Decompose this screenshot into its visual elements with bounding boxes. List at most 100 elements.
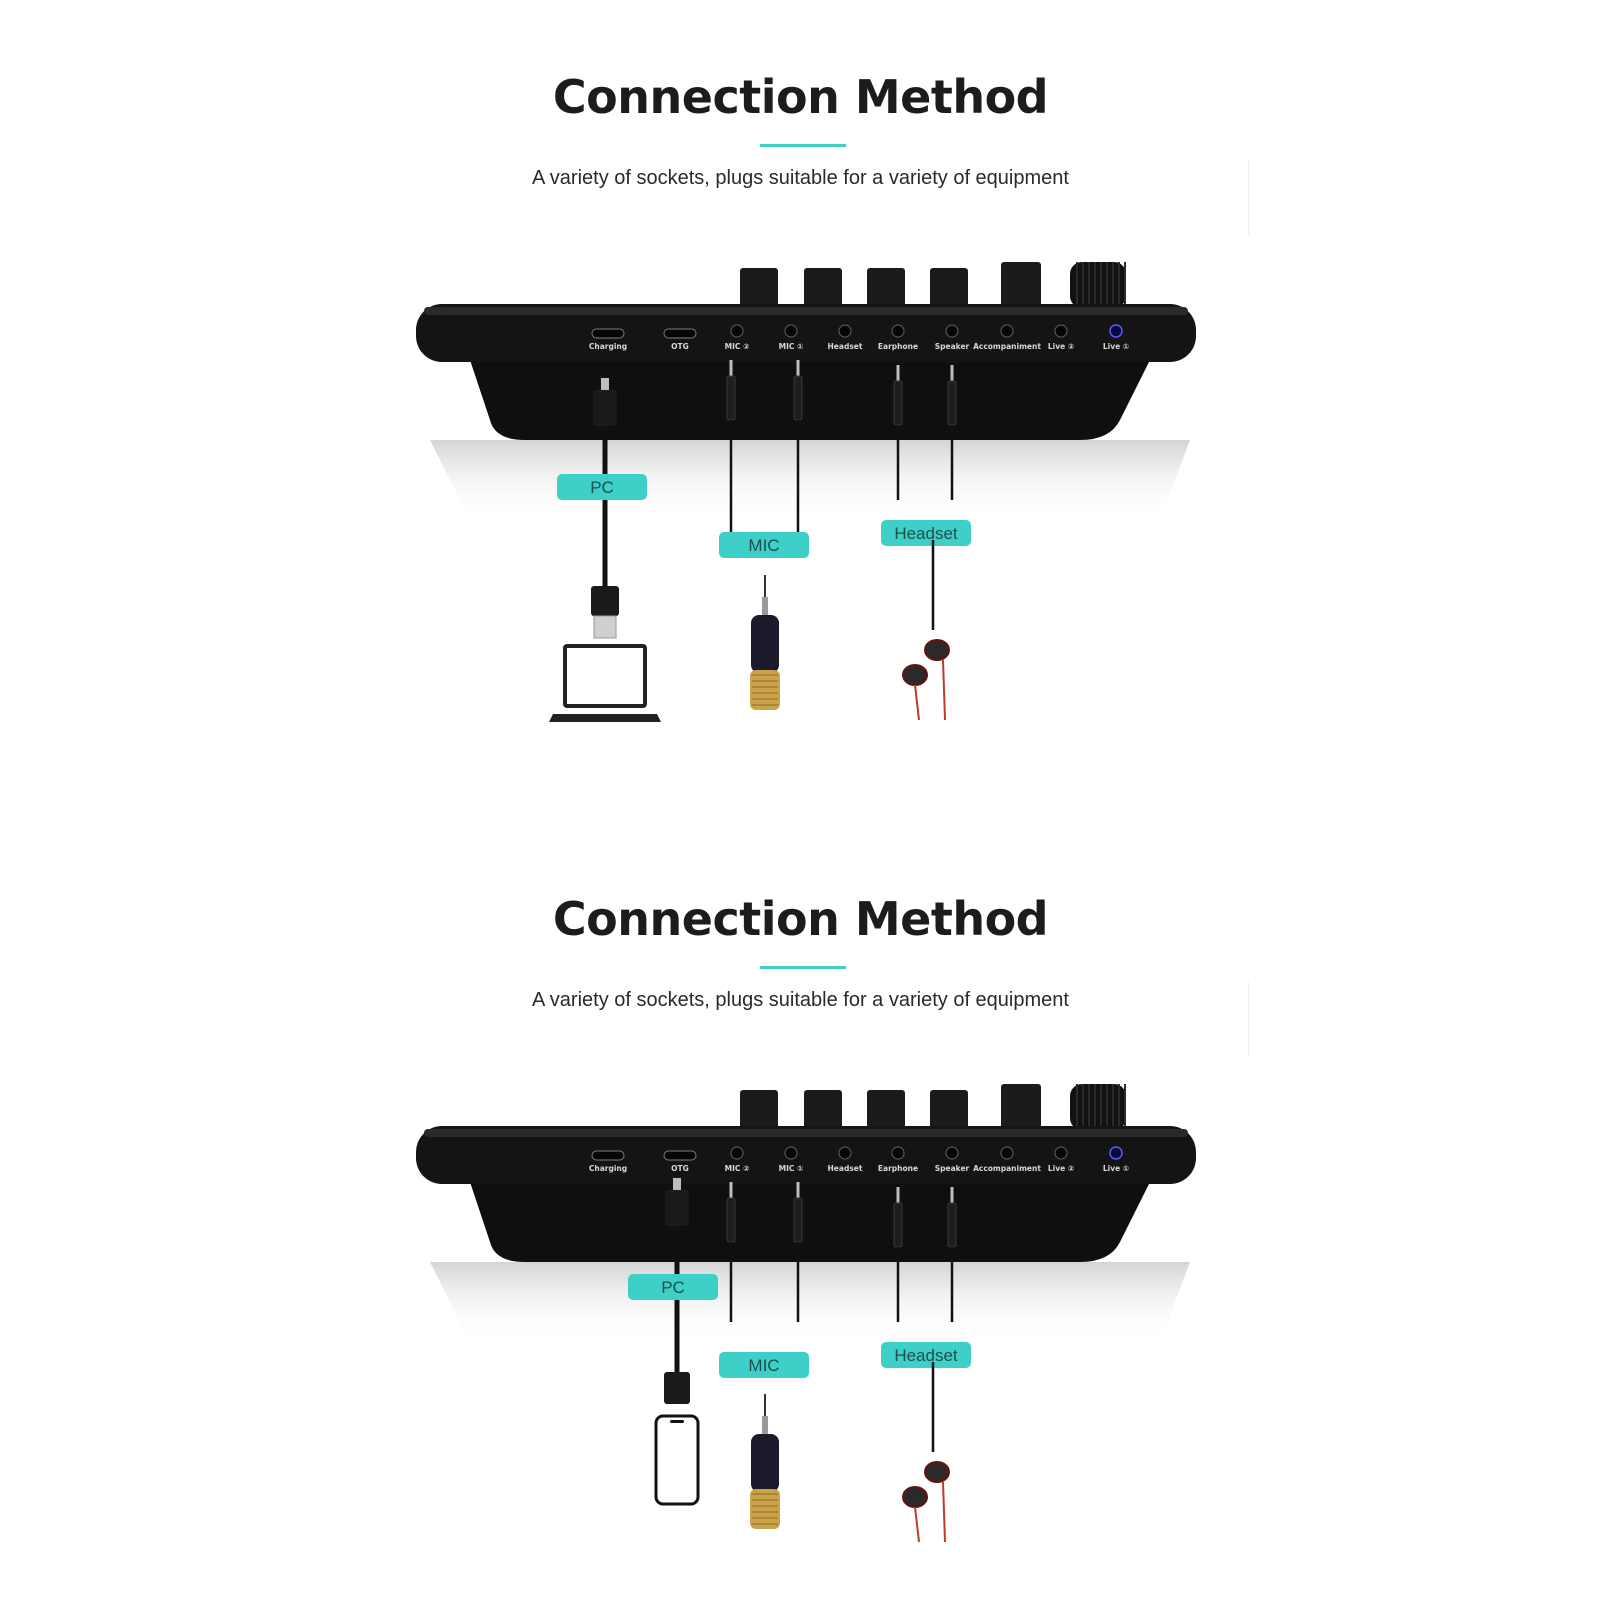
port-label: Headset xyxy=(828,1164,863,1173)
earbud-wire xyxy=(942,659,946,721)
callout-label: MIC xyxy=(719,1352,809,1378)
fader-cap xyxy=(740,268,778,308)
jack-body xyxy=(793,1197,803,1243)
audio-port xyxy=(1000,1146,1014,1160)
usb-plug-head xyxy=(593,390,617,426)
callout-text: MIC xyxy=(748,1356,779,1375)
fader-cap xyxy=(930,1090,968,1130)
jack-tip xyxy=(796,360,800,376)
audio-port xyxy=(1054,1146,1068,1160)
port-label: Charging xyxy=(589,342,627,351)
jack-tip xyxy=(796,1182,800,1198)
mic-connector xyxy=(762,1416,768,1434)
port-label: Earphone xyxy=(878,1164,918,1173)
audio-jack-icon xyxy=(947,1187,957,1322)
live-port-lit xyxy=(1109,1146,1123,1160)
audio-jack-icon xyxy=(893,365,903,500)
title-underline xyxy=(760,144,846,147)
usb-c-port xyxy=(663,1150,697,1161)
callout-badge xyxy=(557,474,647,500)
device-base xyxy=(470,360,1150,440)
port-label: OTG xyxy=(671,1164,689,1173)
laptop-screen xyxy=(563,644,647,708)
device-base xyxy=(470,1182,1150,1262)
fader-cap xyxy=(804,1090,842,1130)
callout-label: PC xyxy=(557,474,647,500)
usb-c-port xyxy=(663,328,697,339)
volume-knob xyxy=(1070,1084,1126,1130)
audio-port xyxy=(891,324,905,338)
jack-body xyxy=(726,1197,736,1243)
earphones-icon xyxy=(902,1362,950,1543)
usb-c-plug xyxy=(664,1372,690,1404)
port-label: Accompaniment xyxy=(973,342,1041,351)
jack-tip xyxy=(896,365,900,381)
device-reflection xyxy=(430,440,1190,520)
jack-body xyxy=(726,375,736,421)
audio-jack-icon xyxy=(726,360,736,500)
port-label: Live ① xyxy=(1103,1164,1130,1173)
connection-panel-pc: Connection Method A variety of sockets, … xyxy=(0,0,1601,800)
microphone-icon xyxy=(750,1394,780,1529)
jack-body xyxy=(947,380,957,426)
callout-badge xyxy=(719,532,809,558)
jack-tip xyxy=(950,1187,954,1203)
port-label: MIC ① xyxy=(779,1164,804,1173)
audio-jack-icon xyxy=(793,1182,803,1322)
usb-a-metal xyxy=(593,615,617,639)
usb-c-tip xyxy=(601,378,609,390)
audio-port xyxy=(730,1146,744,1160)
volume-knob xyxy=(1070,262,1126,308)
callout-label: Headset xyxy=(881,1342,971,1368)
callout-label: PC xyxy=(628,1274,718,1300)
phone-body xyxy=(654,1414,700,1506)
mic-grille xyxy=(750,670,780,710)
jack-body xyxy=(793,375,803,421)
jack-tip xyxy=(896,1187,900,1203)
laptop-icon xyxy=(549,644,661,722)
phone-notch xyxy=(670,1420,684,1423)
port-label: Live ② xyxy=(1048,342,1074,351)
earbud-wire xyxy=(914,684,920,721)
mic-body xyxy=(751,1434,779,1492)
callout-text: MIC xyxy=(748,536,779,555)
smartphone-icon xyxy=(654,1414,700,1506)
usb-c-tip xyxy=(673,1178,681,1190)
usb-plug-head xyxy=(665,1190,689,1226)
port-label: Headset xyxy=(828,342,863,351)
panel-title: Connection Method xyxy=(552,70,1049,124)
audio-jack-icon xyxy=(947,365,957,500)
audio-port xyxy=(1000,324,1014,338)
port-label: Live ② xyxy=(1048,1164,1074,1173)
panel-subtitle: A variety of sockets, plugs suitable for… xyxy=(532,167,1069,189)
device-front-panel xyxy=(416,304,1196,362)
audio-port xyxy=(838,324,852,338)
audio-port xyxy=(891,1146,905,1160)
callout-badge xyxy=(719,1352,809,1378)
earbud-wire xyxy=(942,1481,946,1543)
audio-jack-icon xyxy=(726,1182,736,1322)
usb-a-plug xyxy=(591,586,619,616)
jack-tip xyxy=(729,360,733,376)
callout-badge xyxy=(628,1274,718,1300)
earbud-wire xyxy=(914,1506,920,1543)
usb-c-port xyxy=(591,328,625,339)
port-label: Speaker xyxy=(935,1164,970,1173)
callout-badge xyxy=(881,520,971,546)
mic-connector xyxy=(762,597,768,615)
audio-port xyxy=(945,324,959,338)
earbud-left xyxy=(902,1486,928,1508)
callout-text: Headset xyxy=(894,524,958,543)
port-label: Charging xyxy=(589,1164,627,1173)
connection-panel-phone: Connection Method A variety of sockets, … xyxy=(0,822,1601,1622)
fader-cap xyxy=(930,268,968,308)
audio-port xyxy=(784,324,798,338)
device-front-panel xyxy=(416,1126,1196,1184)
callout-text: PC xyxy=(661,1278,685,1297)
audio-jack-icon xyxy=(893,1187,903,1322)
mic-body xyxy=(751,615,779,673)
callout-text: PC xyxy=(590,478,614,497)
